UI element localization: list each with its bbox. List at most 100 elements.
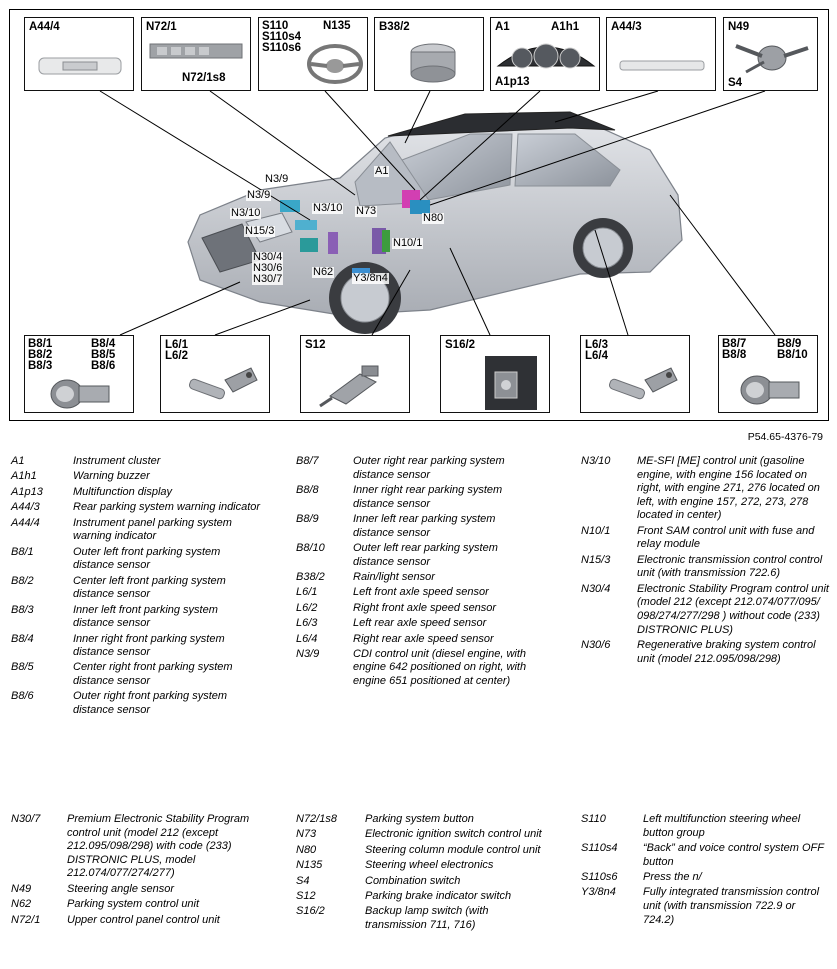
legend-item: B8/9 Inner left rear parking system dista… <box>296 513 538 540</box>
tile-l6-rear: L6/3 L6/4 <box>580 335 690 413</box>
legend-description: Inner left front parking system distance… <box>73 603 218 630</box>
steering-wheel-icon <box>307 44 363 84</box>
legend-code: B8/5 <box>11 661 34 674</box>
legend-code: B8/3 <box>11 603 34 616</box>
legend-code: N3/9 <box>296 647 320 660</box>
legend-code: N30/6 <box>581 638 611 651</box>
tile-label: L6/2 <box>165 350 189 362</box>
legend-description: ME-SFI [ME] control unit (gasoline engin… <box>637 455 820 522</box>
legend-code: B8/1 <box>11 545 34 558</box>
legend-code: A44/4 <box>11 516 40 529</box>
tile-label: A1h1 <box>551 21 580 33</box>
legend-description: Press the n/ <box>643 870 702 883</box>
legend-description: Parking system button <box>365 813 474 825</box>
legend-description: Center left front parking system distanc… <box>73 574 226 601</box>
tile-label: B8/5 <box>91 349 116 361</box>
legend-description: Backup lamp switch (with transmission 71… <box>365 905 489 931</box>
legend-description: Rear parking system warning indicator <box>73 501 261 514</box>
legend-description: Front SAM control unit with fuse and rel… <box>637 524 815 551</box>
parking-sensor-icon <box>50 379 110 409</box>
legend-code: B8/8 <box>296 483 319 496</box>
callout-label: N30/6 <box>252 262 284 274</box>
legend-code: S110s6 <box>581 870 618 883</box>
tile-label: N72/1 <box>146 21 177 33</box>
tile-l6-front: L6/1 L6/2 <box>160 335 270 413</box>
tile-label: S4 <box>728 77 743 89</box>
callout-label: A1 <box>374 165 390 177</box>
legend-description: Steering wheel electronics <box>365 859 494 872</box>
tile-label: B8/10 <box>777 349 808 361</box>
legend-description: Outer right front parking system distanc… <box>73 690 228 717</box>
component-location-diagram: A44/4 N72/1 N72/1s8 S110 S110s4 S110s6 N… <box>9 9 829 421</box>
tile-label: L6/1 <box>165 339 189 351</box>
legend-code: B8/10 <box>296 541 325 554</box>
tile-label: N49 <box>728 21 750 33</box>
callout-label: N30/4 <box>252 251 284 263</box>
callout-label: N3/9 <box>246 189 272 201</box>
legend-code: N62 <box>11 898 32 911</box>
legend-item: S110s4“Back” and voice control system OF… <box>581 842 828 869</box>
legend-code: N30/7 <box>11 813 41 825</box>
legend-code: L6/1 <box>296 586 318 599</box>
tile-label: B8/4 <box>91 338 116 350</box>
axle-speed-sensor-icon <box>189 367 258 400</box>
legend-description: Premium Electronic Stability Program con… <box>67 813 250 880</box>
callout-label: N3/9 <box>264 173 290 185</box>
legend-description: Outer left front parking system distance… <box>73 545 221 572</box>
legend-description: Steering angle sensor <box>67 882 175 895</box>
legend-description: Inner right front parking system distanc… <box>73 632 225 659</box>
legend-code: B38/2 <box>296 570 325 583</box>
legend-code: A1h1 <box>11 470 37 483</box>
warning-indicator-part-icon <box>38 57 122 75</box>
legend-code: S110 <box>581 813 606 825</box>
legend-code: B8/2 <box>11 574 34 587</box>
parking-brake-switch-icon <box>319 365 379 408</box>
legend-code: N72/1 <box>11 913 41 926</box>
legend-description: Rain/light sensor <box>353 570 435 583</box>
legend-code: B8/9 <box>296 512 319 525</box>
legend-code: N73 <box>296 828 317 841</box>
legend-code: S4 <box>296 874 310 887</box>
legend-description: Fully integrated transmission control un… <box>643 886 820 926</box>
rain-light-sensor-icon <box>410 43 456 83</box>
legend-description: Left front axle speed sensor <box>353 586 489 599</box>
callout-label: N30/7 <box>252 273 284 285</box>
legend-code: N49 <box>11 882 32 895</box>
legend-code: A1 <box>11 455 25 467</box>
legend-description: Inner left rear parking system distance … <box>353 512 496 539</box>
legend-description: Parking system control unit <box>67 898 200 911</box>
rear-warning-indicator-icon <box>619 60 705 71</box>
legend-item: B8/5 Center right front parking system di… <box>11 661 261 688</box>
legend-code: N15/3 <box>581 553 611 566</box>
tile-b8-rear: B8/7 B8/8 B8/9 B8/10 <box>718 335 818 413</box>
legend-description: Parking brake indicator switch <box>365 889 512 902</box>
legend-item: N49 Steering angle sensor <box>11 883 267 897</box>
callout-label: N80 <box>422 212 445 224</box>
combination-switch-icon <box>735 44 809 74</box>
legend-item: B8/3 Inner left front parking system dist… <box>11 604 261 631</box>
tile-label: B38/2 <box>379 21 410 33</box>
tile-label: L6/3 <box>585 339 609 351</box>
callout-label: N10/1 <box>392 237 424 249</box>
tile-label: S110 <box>262 20 289 32</box>
legend-description: Center right front parking system distan… <box>73 661 233 688</box>
tile-label: S16/2 <box>445 339 476 351</box>
